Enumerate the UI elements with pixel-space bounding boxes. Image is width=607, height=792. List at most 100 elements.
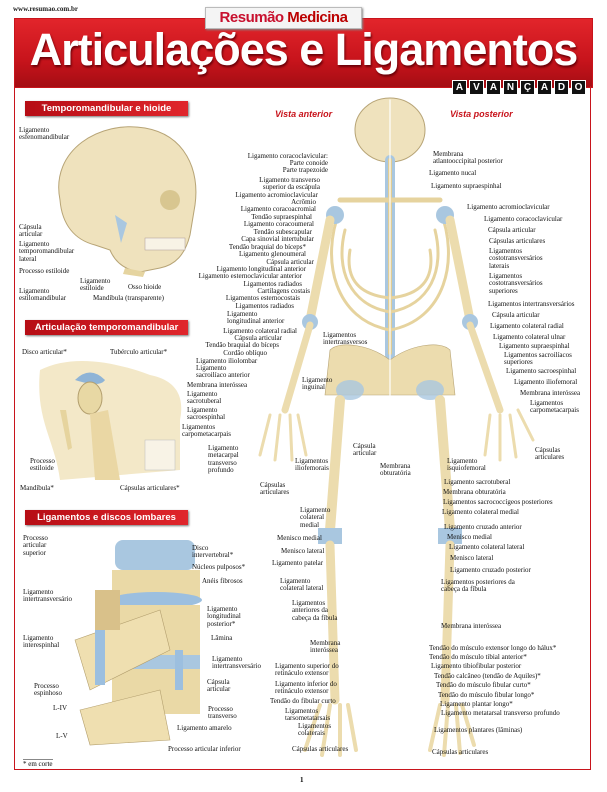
tmj-hyoid-label: Processo estiloide bbox=[19, 267, 70, 275]
posterior-label: Ligamento cruzado posterior bbox=[450, 566, 531, 574]
anterior-label: Ligamento sacroilíaco anterior bbox=[196, 364, 250, 380]
posterior-label: Membrana obturatória bbox=[443, 488, 506, 496]
website-url: www.resumao.com.br bbox=[13, 5, 79, 13]
anterior-label: Ligamento metacarpal transverso profundo bbox=[208, 444, 239, 475]
posterior-label: Ligamentos sacroilíacos superiores bbox=[504, 351, 572, 367]
anterior-label: Ligamentos radiados bbox=[243, 280, 302, 288]
lumbar-label: Ligamento longitudinal posterior* bbox=[207, 605, 241, 628]
posterior-label: Ligamento sacroespinhal bbox=[506, 367, 577, 375]
posterior-label: Membrana interóssea bbox=[441, 622, 502, 630]
view-posterior-title: Vista posterior bbox=[450, 109, 513, 119]
posterior-label: Ligamentos costotransversários laterais bbox=[489, 247, 543, 270]
brand-part1: Resumão bbox=[219, 9, 285, 26]
anterior-label: Ligamento coracoacromial bbox=[240, 205, 316, 213]
posterior-label: Ligamento iliofemoral bbox=[514, 378, 578, 386]
anterior-label: Ligamentos anteriores da cabeça da fíbul… bbox=[292, 599, 338, 622]
tmj-hyoid-label: Osso hioide bbox=[128, 283, 162, 291]
anterior-label: Tendão subescapular bbox=[253, 228, 312, 236]
tmj-hyoid-label: Cápsula articular bbox=[19, 223, 43, 239]
posterior-label: Tendão do músculo fibular longo* bbox=[438, 691, 535, 699]
lumbar-label: Núcleos pulposos* bbox=[192, 563, 246, 571]
anterior-label: Ligamento longitudinal anterior bbox=[216, 265, 306, 273]
lumbar-label: Processo espinhoso bbox=[34, 682, 62, 698]
anterior-label: Ligamento longitudinal anterior bbox=[227, 310, 285, 326]
lumbar-label: Processo articular superior bbox=[23, 534, 48, 557]
posterior-label: Menisco lateral bbox=[450, 554, 494, 562]
tmj-hyoid-label: Ligamento temporomandibular lateral bbox=[19, 240, 75, 263]
level-letter: A bbox=[537, 80, 552, 95]
lumbar-label: L-IV bbox=[53, 704, 67, 712]
posterior-label: Ligamento cruzado anterior bbox=[444, 523, 522, 531]
anterior-label: Ligamento inguinal bbox=[302, 376, 333, 392]
skeleton-illustration bbox=[258, 97, 535, 757]
tmj-label: Processo estiloide bbox=[30, 457, 55, 473]
anterior-label: Ligamento glenoumeral bbox=[238, 250, 306, 258]
lumbar-label: Ligamento amarelo bbox=[177, 724, 232, 732]
skull-illustration bbox=[58, 126, 197, 277]
anterior-label: Ligamentos tarsometatarsais bbox=[285, 707, 331, 723]
posterior-label: Ligamento colateral radial bbox=[490, 322, 564, 330]
anterior-label: Ligamentos intertransversos bbox=[323, 331, 368, 347]
anterior-label: Cápsula articular bbox=[266, 258, 314, 266]
brand-tab: Resumão Medicina bbox=[205, 7, 362, 29]
anterior-label: Ligamento coracoclavicular: bbox=[247, 152, 328, 160]
content-frame bbox=[14, 86, 591, 770]
posterior-label: Ligamento colateral lateral bbox=[449, 543, 525, 551]
anterior-label: Ligamento patelar bbox=[272, 559, 324, 567]
posterior-label: Cápsulas articulares bbox=[489, 237, 546, 245]
level-letter: A bbox=[452, 80, 467, 95]
posterior-label: Tendão do músculo tibial anterior* bbox=[429, 653, 527, 661]
anterior-label: Menisco lateral bbox=[281, 547, 325, 555]
anterior-label: Tendão braquial do bíceps bbox=[205, 341, 279, 349]
page-number: 1 bbox=[300, 776, 304, 784]
anterior-label: Tendão do fibular curto bbox=[270, 697, 336, 705]
lumbar-illustration bbox=[74, 540, 202, 746]
tmj-label: Disco articular* bbox=[22, 348, 67, 356]
anterior-label: Ligamento colateral lateral bbox=[280, 577, 324, 593]
lumbar-label: Processo articular inferior bbox=[168, 745, 241, 753]
anterior-label: Ligamento transverso superior da escápul… bbox=[259, 176, 320, 192]
section-header-tmj-hyoid: Temporomandibular e hioide bbox=[25, 101, 188, 116]
lumbar-label: L-V bbox=[56, 732, 68, 740]
posterior-label: Ligamento acromioclavicular bbox=[467, 203, 550, 211]
anterior-label: Ligamento colateral radial bbox=[223, 327, 297, 335]
posterior-label: Ligamentos posteriores da cabeça da fíbu… bbox=[441, 578, 515, 594]
footnote: * em corte bbox=[23, 759, 53, 768]
posterior-label: Ligamento nucal bbox=[429, 169, 477, 177]
anterior-label: Tendão supraespinhal bbox=[251, 213, 312, 221]
lumbar-label: Lâmina bbox=[211, 634, 233, 642]
tmj-label: Tubérculo articular* bbox=[110, 348, 168, 356]
posterior-label: Ligamentos plantares (lâminas) bbox=[434, 726, 523, 734]
level-letter: Ç bbox=[520, 80, 535, 95]
posterior-label: Ligamentos costotransversários superiore… bbox=[489, 272, 543, 295]
posterior-label: Cápsula articular bbox=[492, 311, 540, 319]
posterior-label: Membrana interóssea bbox=[520, 389, 581, 397]
lumbar-label: Processo transverso bbox=[208, 705, 237, 721]
posterior-label: Ligamentos intertransversários bbox=[488, 300, 575, 308]
posterior-label: Ligamento colateral ulnar bbox=[493, 333, 566, 341]
posterior-label: Membrana atlantooccipital posterior bbox=[433, 150, 503, 166]
title-banner bbox=[14, 18, 593, 88]
level-letter: A bbox=[486, 80, 501, 95]
lumbar-label: Cápsula articular bbox=[207, 678, 231, 694]
posterior-label: Ligamento plantar longo* bbox=[440, 700, 513, 708]
lumbar-label: Ligamento interespinhal bbox=[23, 634, 60, 650]
posterior-label: Menisco medial bbox=[447, 533, 492, 541]
posterior-label: Cápsulas articulares bbox=[535, 446, 565, 462]
brand-part2: Medicina bbox=[287, 9, 348, 26]
posterior-label: Cápsula articular bbox=[488, 226, 536, 234]
anterior-label: Cápsula articular bbox=[353, 442, 377, 458]
posterior-label: Ligamento colateral medial bbox=[442, 508, 519, 516]
posterior-label: Ligamento metatarsal transverso profundo bbox=[441, 709, 560, 717]
anterior-label: Ligamento coracoumeral bbox=[243, 220, 314, 228]
anterior-label: Ligamento sacroespinhal bbox=[187, 406, 226, 422]
anterior-label: Membrana interóssea bbox=[187, 381, 248, 389]
lumbar-label: Ligamento intertransversário bbox=[212, 655, 261, 671]
level-letter: V bbox=[469, 80, 484, 95]
posterior-label: Ligamento coracoclavicular bbox=[484, 215, 563, 223]
anterior-label: Ligamento esternoclavicular anterior bbox=[198, 272, 302, 280]
tmj-hyoid-label: Ligamento estilomandibular bbox=[19, 287, 67, 303]
level-letter: O bbox=[571, 80, 586, 95]
